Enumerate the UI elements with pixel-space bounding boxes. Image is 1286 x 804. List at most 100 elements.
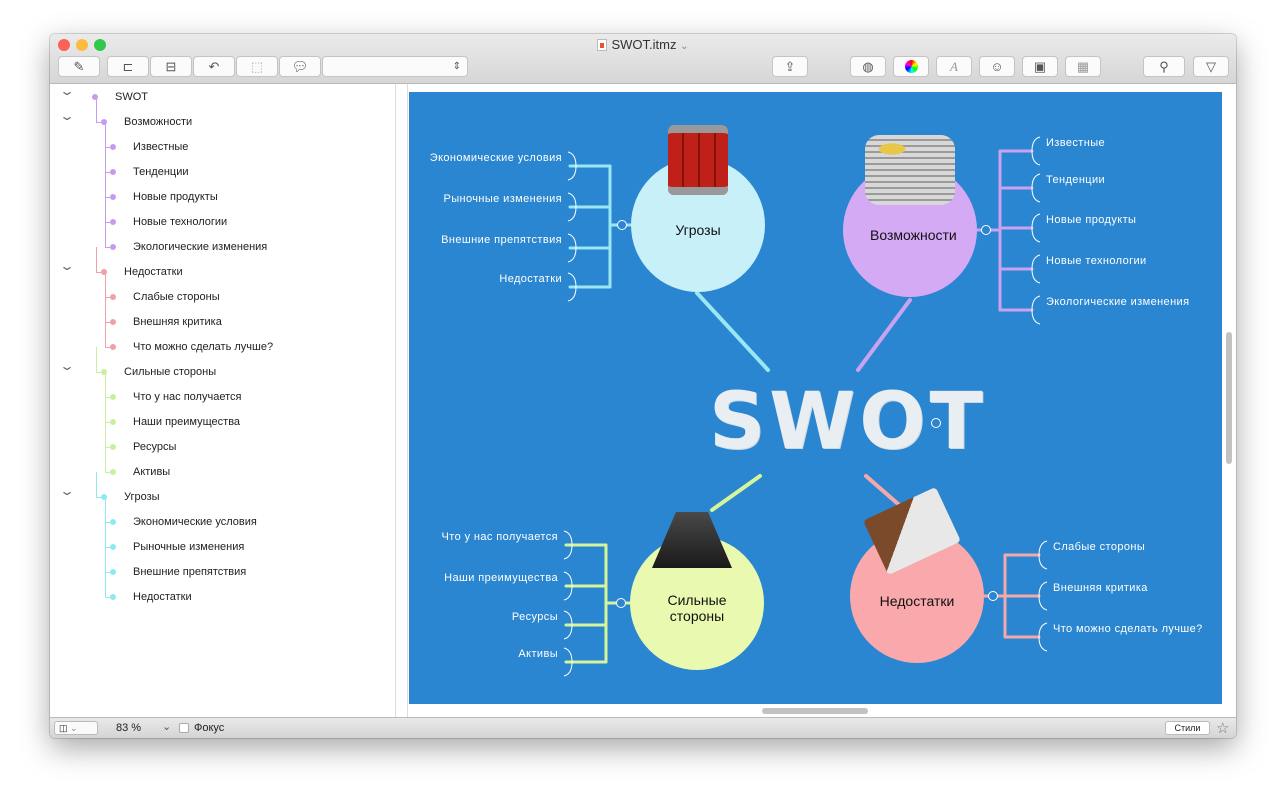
panel-divider[interactable] [395, 84, 396, 717]
outline-item[interactable]: Что можно сделать лучше? [133, 337, 273, 357]
collapse-toggle[interactable] [981, 225, 991, 235]
sidebar-icon: ◫ [59, 723, 68, 733]
outline-connector [105, 172, 106, 197]
collapse-chevron-icon[interactable]: ⌄ [58, 359, 76, 373]
collapse-toggle[interactable] [988, 591, 998, 601]
outline-item[interactable]: Новые продукты [133, 187, 218, 207]
subtopic[interactable]: Экологические изменения [1046, 296, 1190, 308]
subtopic[interactable]: Новые продукты [1046, 214, 1137, 226]
collapse-toggle[interactable] [931, 418, 941, 428]
subtopic[interactable]: Слабые стороны [1053, 541, 1146, 553]
outline-connector [105, 522, 110, 523]
subtopic-bracket [1038, 540, 1048, 570]
styles-button[interactable]: ◍ [850, 56, 886, 77]
minimize-button[interactable] [76, 39, 88, 51]
collapse-chevron-icon[interactable]: ⌄ [58, 109, 76, 123]
outline-item[interactable]: Что у нас получается [133, 387, 241, 407]
collapse-toggle[interactable] [617, 220, 627, 230]
subtopic-bracket [563, 610, 573, 640]
subtopic[interactable]: Ресурсы [511, 611, 558, 623]
outline-item[interactable]: SWOT [115, 87, 148, 107]
outline-connector [96, 372, 101, 373]
outline-item[interactable]: Известные [133, 137, 188, 157]
outline-item[interactable]: Экономические условия [133, 512, 257, 532]
subtopic[interactable]: Экономические условия [429, 152, 562, 164]
subtopic[interactable]: Что можно сделать лучше? [1053, 623, 1203, 635]
subtopic[interactable]: Недостатки [499, 273, 562, 285]
subtopic[interactable]: Что у нас получается [441, 531, 558, 543]
outline-bullet [110, 219, 116, 225]
outline-bullet [110, 169, 116, 175]
subtopic-bracket [1031, 254, 1041, 284]
coins-icon [865, 135, 955, 205]
font-button[interactable]: A [936, 56, 972, 77]
collapse-chevron-icon[interactable]: ⌄ [58, 84, 76, 98]
zoom-chevron-icon[interactable]: ⌄ [162, 721, 172, 733]
panel-divider-2 [407, 84, 408, 717]
boundary-button[interactable]: ⬚ [236, 56, 278, 77]
outline-item[interactable]: Ресурсы [133, 437, 176, 457]
zoom-level[interactable]: 83 % [116, 722, 142, 734]
collapse-toggle[interactable] [616, 598, 626, 608]
image-icon: ▣ [1033, 58, 1047, 74]
star-icon[interactable]: ☆ [1216, 720, 1230, 737]
subtopic[interactable]: Новые технологии [1046, 255, 1147, 267]
outline-item[interactable]: Рыночные изменения [133, 537, 244, 557]
outline-item[interactable]: Внешние препятствия [133, 562, 246, 582]
outline-item[interactable]: Слабые стороны [133, 287, 220, 307]
subtopic[interactable]: Известные [1046, 137, 1106, 149]
callout-button[interactable]: 💬︎ [279, 56, 321, 77]
edit-notes-button[interactable]: ✎ [58, 56, 100, 77]
outline-item[interactable]: Новые технологии [133, 212, 227, 232]
styles-button[interactable]: Стили [1165, 721, 1210, 735]
outline-item[interactable]: Недостатки [124, 262, 183, 282]
subtopic[interactable]: Активы [518, 648, 558, 660]
window-title[interactable]: SWOT.itmz ⌄ [50, 37, 1236, 52]
collapse-chevron-icon[interactable]: ⌄ [58, 259, 76, 273]
style-select[interactable]: ⇕ [322, 56, 468, 77]
outline-bullet [110, 244, 116, 250]
collapse-chevron-icon[interactable]: ⌄ [58, 484, 76, 498]
close-button[interactable] [58, 39, 70, 51]
vertical-scrollbar[interactable] [1226, 332, 1232, 464]
subtopic[interactable]: Тенденции [1046, 174, 1106, 186]
central-topic[interactable]: SWOT [709, 377, 987, 467]
search-button[interactable]: ⚲ [1143, 56, 1185, 77]
sidebar-toggle-button[interactable]: ◫ ⌄ [54, 721, 98, 735]
add-subtopic-button[interactable]: ⊟ [150, 56, 192, 77]
outline-item[interactable]: Тенденции [133, 162, 189, 182]
outline-bullet [101, 119, 107, 125]
outline-connector [105, 547, 110, 548]
filter-button[interactable]: ▽ [1193, 56, 1229, 77]
outline-item[interactable]: Возможности [124, 112, 192, 132]
subtopic[interactable]: Рыночные изменения [443, 193, 562, 205]
image-button[interactable]: ▣ [1022, 56, 1058, 77]
horizontal-scrollbar[interactable] [762, 708, 868, 714]
focus-checkbox[interactable] [179, 723, 189, 733]
subtopic[interactable]: Наши преимущества [444, 572, 558, 584]
share-button[interactable]: ⇪ [772, 56, 808, 77]
zoom-button[interactable] [94, 39, 106, 51]
font-icon: A [950, 58, 958, 74]
subtopic[interactable]: Внешние препятствия [441, 234, 562, 246]
table-button[interactable]: ▦ [1065, 56, 1101, 77]
add-topic-button[interactable]: ⊏ [107, 56, 149, 77]
subtopic[interactable]: Внешняя критика [1053, 582, 1148, 594]
emoji-button[interactable]: ☺ [979, 56, 1015, 77]
topic-weaknesses[interactable]: Недостатки [850, 529, 984, 663]
app-window: SWOT.itmz ⌄ ✎ ⊏ ⊟ ↶ ⬚ 💬︎ ⇕ ⇪ ◍ A ☺ ▣ ▦ ⚲… [50, 34, 1236, 738]
outline-item[interactable]: Внешняя критика [133, 312, 222, 332]
outline-item[interactable]: Активы [133, 462, 170, 482]
outline-item[interactable]: Сильные стороны [124, 362, 216, 382]
relation-button[interactable]: ↶ [193, 56, 235, 77]
outline-connector [105, 347, 110, 348]
colors-button[interactable] [893, 56, 929, 77]
outline-item[interactable]: Угрозы [124, 487, 160, 507]
outline-item-label: Что у нас получается [133, 391, 242, 403]
outline-item[interactable]: Недостатки [133, 587, 192, 607]
outline-item[interactable]: Экологические изменения [133, 237, 267, 257]
outline-item[interactable]: Наши преимущества [133, 412, 240, 432]
